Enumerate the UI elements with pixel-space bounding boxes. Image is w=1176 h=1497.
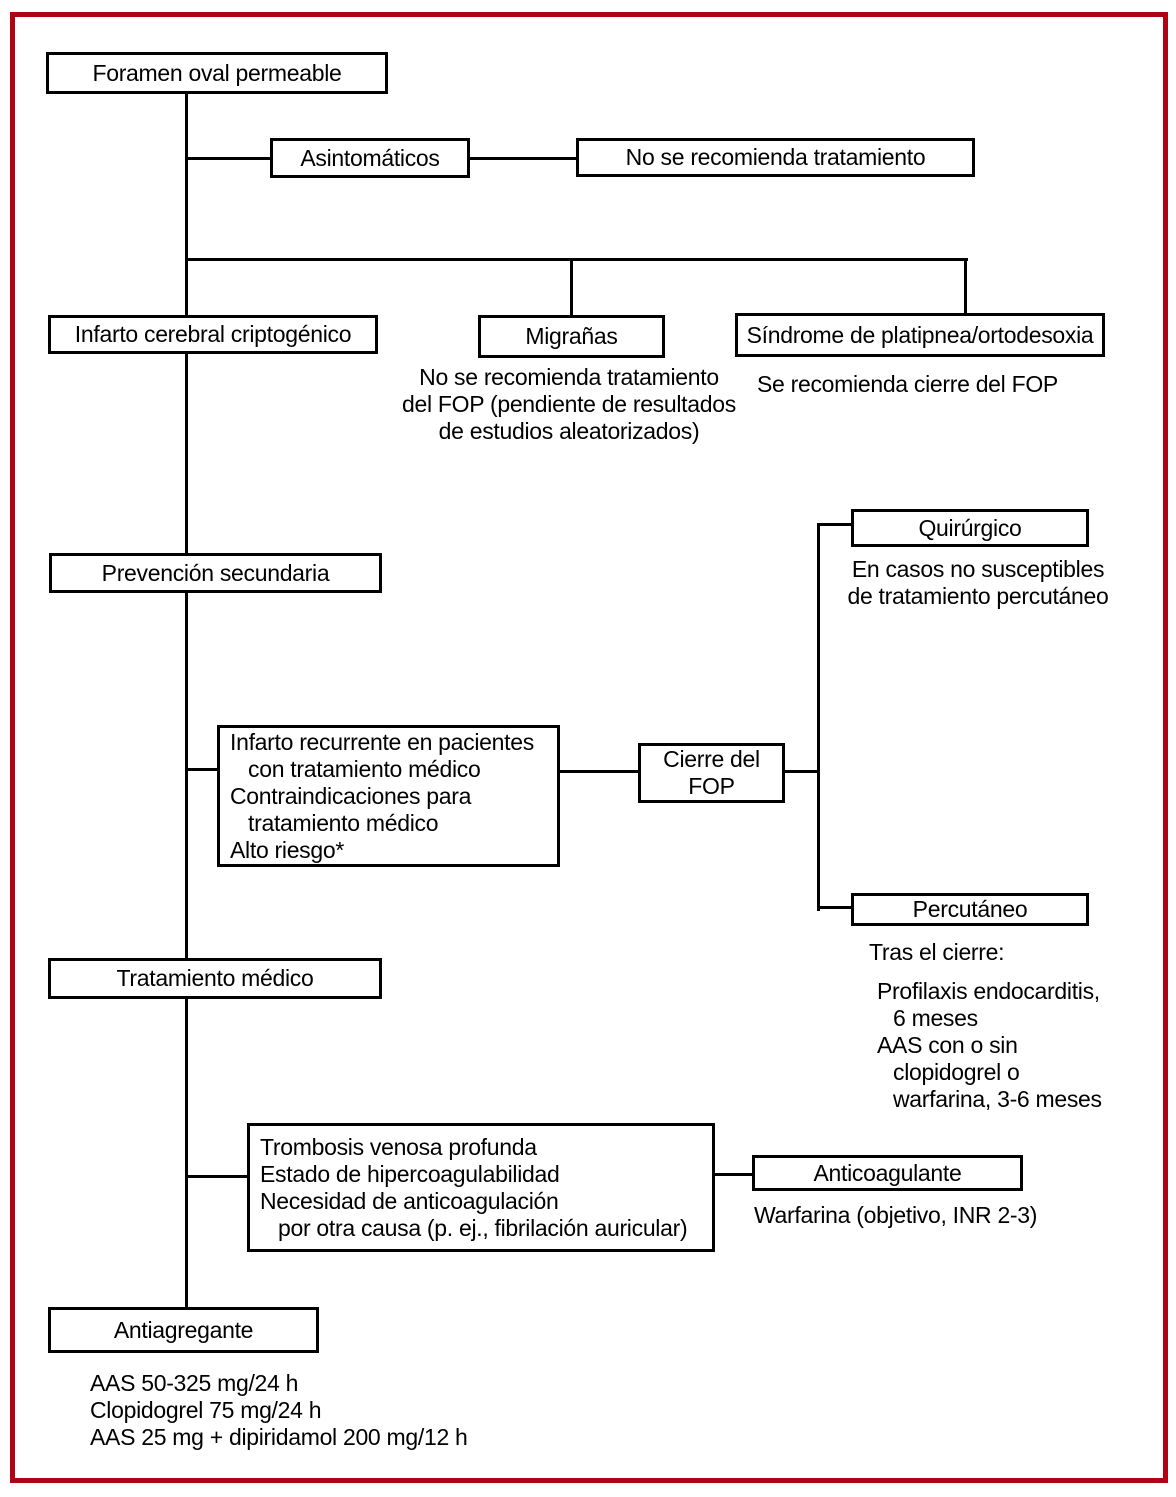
note-line: del FOP (pendiente de resultados [402, 391, 736, 417]
note-line: 6 meses [893, 1005, 978, 1031]
node-tratamiento-medico: Tratamiento médico [48, 958, 382, 999]
node-sindrome-platipnea-ortodesoxia: Síndrome de platipnea/ortodesoxia [735, 313, 1105, 357]
node-infarto-cerebral-criptogenico: Infarto cerebral criptogénico [48, 315, 378, 354]
node-percutaneo: Percutáneo [851, 893, 1089, 926]
note-quirurgico: En casos no susceptibles de tratamiento … [840, 556, 1116, 610]
connector-trunk-to-asintomaticos [185, 157, 270, 160]
criteria-line: Contraindicaciones para [230, 782, 472, 809]
criteria-line: Estado de hipercoagulabilidad [260, 1160, 560, 1187]
note-tras-el-cierre-title: Tras el cierre: [869, 939, 1005, 965]
note-line: Clopidogrel 75 mg/24 h [90, 1397, 322, 1423]
node-prevencion-secundaria: Prevención secundaria [49, 553, 382, 593]
note-line: No se recomienda tratamiento [419, 364, 719, 390]
node-anticoagulante: Anticoagulante [752, 1155, 1023, 1191]
note-percutaneo-followup: Profilaxis endocarditis, 6 meses AAS con… [877, 978, 1102, 1113]
node-migranas: Migrañas [478, 315, 665, 358]
node-quirurgico: Quirúrgico [851, 509, 1089, 547]
criteria-line: por otra causa (p. ej., fibrilación auri… [278, 1214, 688, 1241]
note-line: AAS con o sin [877, 1032, 1018, 1058]
criteria-line: Alto riesgo* [230, 836, 345, 863]
connector-bracket-to-percutaneo [817, 906, 851, 909]
note-migranas: No se recomienda tratamiento del FOP (pe… [384, 364, 754, 445]
connector-bracket [817, 523, 820, 911]
connector-drop-sindrome [964, 258, 967, 313]
connector-infarto-recurrente-to-cierre [560, 770, 638, 773]
node-asintomaticos: Asintomáticos [270, 138, 470, 178]
node-cierre-line: Cierre del [663, 746, 760, 772]
connector-cierre-to-bracket [785, 770, 819, 773]
note-warfarina: Warfarina (objetivo, INR 2-3) [754, 1202, 1038, 1228]
criteria-line: Trombosis venosa profunda [260, 1133, 537, 1160]
node-antiagregante: Antiagregante [48, 1307, 319, 1353]
criteria-line: tratamiento médico [248, 809, 439, 836]
connector-trunk-to-infarto-recurrente [185, 768, 217, 771]
connector-trombosis-to-anticoagulante [715, 1173, 752, 1176]
note-line: AAS 25 mg + dipiridamol 200 mg/12 h [90, 1424, 468, 1450]
note-line: warfarina, 3-6 meses [893, 1086, 1102, 1112]
figure-border [10, 12, 1168, 1483]
node-foramen-oval-permeable: Foramen oval permeable [46, 52, 388, 94]
connector-trunk-to-trombosis [185, 1175, 247, 1178]
node-infarto-recurrente-criteria: Infarto recurrente en pacientes con trat… [217, 725, 560, 867]
note-line: AAS 50-325 mg/24 h [90, 1370, 299, 1396]
node-cierre-line: FOP [688, 773, 735, 799]
connector-trunk [185, 94, 188, 1307]
criteria-line: con tratamiento médico [248, 755, 481, 782]
note-sindrome: Se recomienda cierre del FOP [757, 371, 1058, 397]
criteria-line: Infarto recurrente en pacientes [230, 728, 534, 755]
note-line: de tratamiento percutáneo [847, 583, 1109, 609]
connector-drop-migranas [570, 258, 573, 315]
node-no-se-recomienda-tratamiento: No se recomienda tratamiento [576, 138, 975, 177]
criteria-line: Necesidad de anticoagulación [260, 1187, 559, 1214]
note-line: clopidogrel o [893, 1059, 1020, 1085]
note-line: de estudios aleatorizados) [438, 418, 700, 444]
note-antiagregante-drugs: AAS 50-325 mg/24 h Clopidogrel 75 mg/24 … [90, 1370, 468, 1451]
connector-asintomaticos-to-no-tratamiento [470, 157, 576, 160]
note-line: En casos no susceptibles [851, 556, 1105, 582]
node-cierre-del-fop: Cierre del FOP [638, 743, 785, 803]
node-anticoagulacion-criteria: Trombosis venosa profunda Estado de hipe… [247, 1123, 715, 1252]
connector-bracket-to-quirurgico [817, 523, 851, 526]
connector-symptom-branch [185, 258, 968, 261]
note-line: Profilaxis endocarditis, [877, 978, 1100, 1004]
